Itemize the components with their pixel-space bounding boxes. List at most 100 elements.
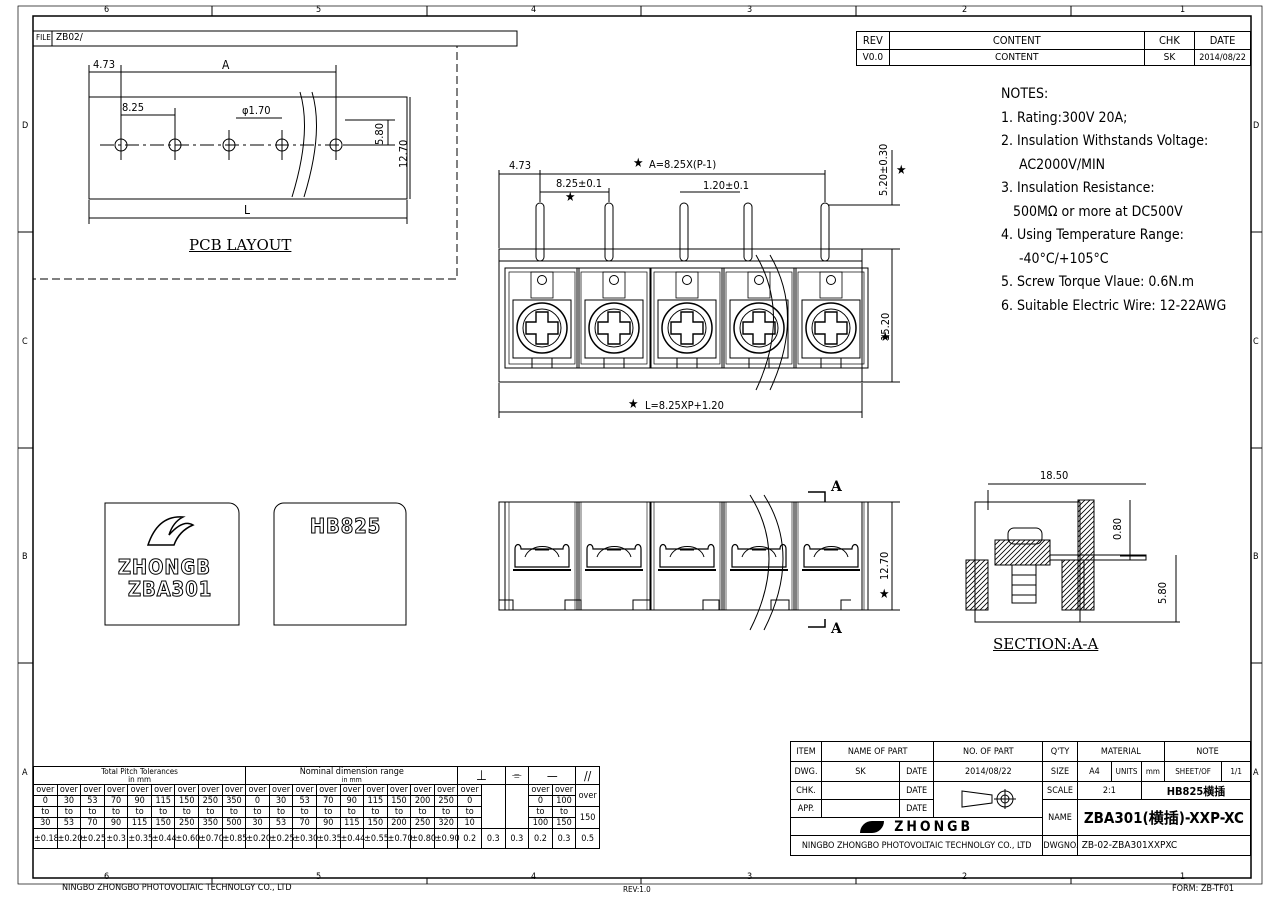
size-value: A4 [1076,761,1113,782]
zone-row-c: C [22,337,28,347]
zone-col-5-bottom: 5 [316,872,322,882]
front-dim-1-20: 1.20±0.1 [703,179,750,192]
pcb-layout-title: PCB LAYOUT [189,236,292,254]
date-header: DATE [1194,31,1251,50]
material-label: MATERIAL [1076,741,1165,762]
chk-label: CHK. [790,781,822,800]
app-label: APP. [790,799,822,818]
note-6: 6. Suitable Electric Wire: 12-22AWG [1001,297,1227,314]
qty-label: Q'TY [1042,741,1078,762]
size-label: SIZE [1042,761,1078,782]
front-dim-a: A=8.25X(P-1) [649,158,717,171]
name-of-part-label: NAME OF PART [820,741,935,762]
sheet-label: SHEET/OF [1163,761,1223,782]
pcb-dim-5-80: 5.80 [373,122,386,145]
zone-col-2: 2 [962,5,968,15]
front-star-a: ★ [633,156,644,171]
units-label: UNITS [1111,761,1142,782]
section-dim-5-80: 5.80 [1156,581,1169,604]
zhongb-logo-icon [146,516,195,546]
parallel-icon: // [575,766,600,785]
zone-row-b-right: B [1253,552,1259,562]
pcb-dim-4-73: 4.73 [93,58,116,71]
front-star-body: ★ [880,330,891,345]
zone-col-1: 1 [1180,5,1186,15]
pcb-dim-hole: φ1.70 [242,104,271,117]
revision-table: REV CONTENT CHK DATE V0.0 CONTENT SK 201… [856,31,1251,66]
zone-col-6-bottom: 6 [104,872,110,882]
file-name: ZB02/ [56,32,83,43]
note-label: NOTE [1163,741,1252,762]
scale-label: SCALE [1042,781,1078,800]
note-5: 5. Screw Torque Vlaue: 0.6N.m [1001,274,1195,290]
rev-value: V0.0 [856,49,890,66]
front-dim-l: L=8.25XP+1.20 [645,399,724,412]
front-star-l: ★ [628,397,639,412]
pcb-dim-12-70: 12.70 [397,139,410,168]
zone-row-d: D [22,121,29,131]
zone-row-b: B [22,552,28,562]
logo1-line1: ZHONGB [118,555,211,579]
front-dim-4-73: 4.73 [509,159,532,172]
footer-form: FORM: ZB-TF01 [1172,884,1235,894]
note-3: 3. Insulation Resistance: [1001,180,1155,196]
zone-col-5: 5 [316,5,322,15]
dwg-date: 2014/08/22 [933,761,1044,782]
chk-date-label: DATE [898,781,935,800]
rev-header: REV [856,31,890,50]
content-value: CONTENT [888,49,1145,66]
dwg-label: DWG. [790,761,822,782]
footer-company: NINGBO ZHONGBO PHOTOVOLTAIC TECHNOLGY CO… [62,883,292,893]
pcb-dim-8-25: 8.25 [122,101,145,114]
company-logo-cell: ZHONGB [789,817,1044,836]
footer-rev: REV:1.0 [623,885,651,894]
dwgno-value: ZB-02-ZBA301XXPXC [1076,835,1252,856]
chk-value: SK [1143,49,1196,66]
no-of-part-label: NO. OF PART [933,741,1044,762]
part-name: ZBA301(横插)-XXP-XC [1076,799,1252,836]
company-logo-text: ZHONGB [894,818,974,835]
note-4-value: -40°C/+105°C [1019,250,1109,267]
zone-col-3: 3 [747,5,753,15]
top-star: ★ [879,587,890,602]
pcb-dim-l: L [244,203,251,217]
zhongb-leaf-icon [860,820,885,833]
note-2-value: AC2000V/MIN [1019,156,1106,173]
notes-block: NOTES: 1. Rating:300V 20A; 2. Insulation… [1001,83,1226,318]
front-star-height: ★ [896,163,907,178]
perpendicular-icon: ⊥ [457,766,506,785]
units-value: mm [1140,761,1165,782]
note-4: 4. Using Temperature Range: [1001,227,1184,243]
zone-row-c-right: C [1253,337,1259,347]
symmetry-icon: ⌯ [504,766,530,785]
dwgno-label: DWGNO. [1042,835,1078,856]
zone-col-3-bottom: 3 [747,872,753,882]
zone-col-6: 6 [104,5,110,15]
zone-col-4: 4 [531,5,537,15]
app-date-label: DATE [898,799,935,818]
zone-row-a-right: A [1253,768,1259,778]
section-marker-top: A [831,479,842,495]
zone-col-4-bottom: 4 [531,872,537,882]
dwg-by: SK [820,761,900,782]
third-angle-projection-icon [961,789,1017,809]
title-block: ITEM NAME OF PART NO. OF PART Q'TY MATER… [789,741,1252,856]
zone-row-d-right: D [1253,121,1260,131]
item-label: ITEM [790,741,822,762]
zone-row-a: A [22,768,28,778]
company-name: NINGBO ZHONGBO PHOTOVOLTAIC TECHNOLGY CO… [789,835,1044,856]
front-dim-5-20: 5.20±0.30 [877,143,890,196]
logo2-text: HB825 [309,514,382,538]
zone-col-1-bottom: 1 [1180,872,1186,882]
pcb-dim-a: A [222,58,230,72]
note-2: 2. Insulation Withstands Voltage: [1001,133,1209,149]
section-marker-bottom: A [831,621,842,637]
section-dim-0-80: 0.80 [1111,517,1124,540]
front-star-pitch: ★ [565,190,576,205]
section-dim-18-50: 18.50 [1040,469,1069,482]
content-header: CONTENT [888,31,1145,50]
chk-header: CHK [1143,31,1196,50]
